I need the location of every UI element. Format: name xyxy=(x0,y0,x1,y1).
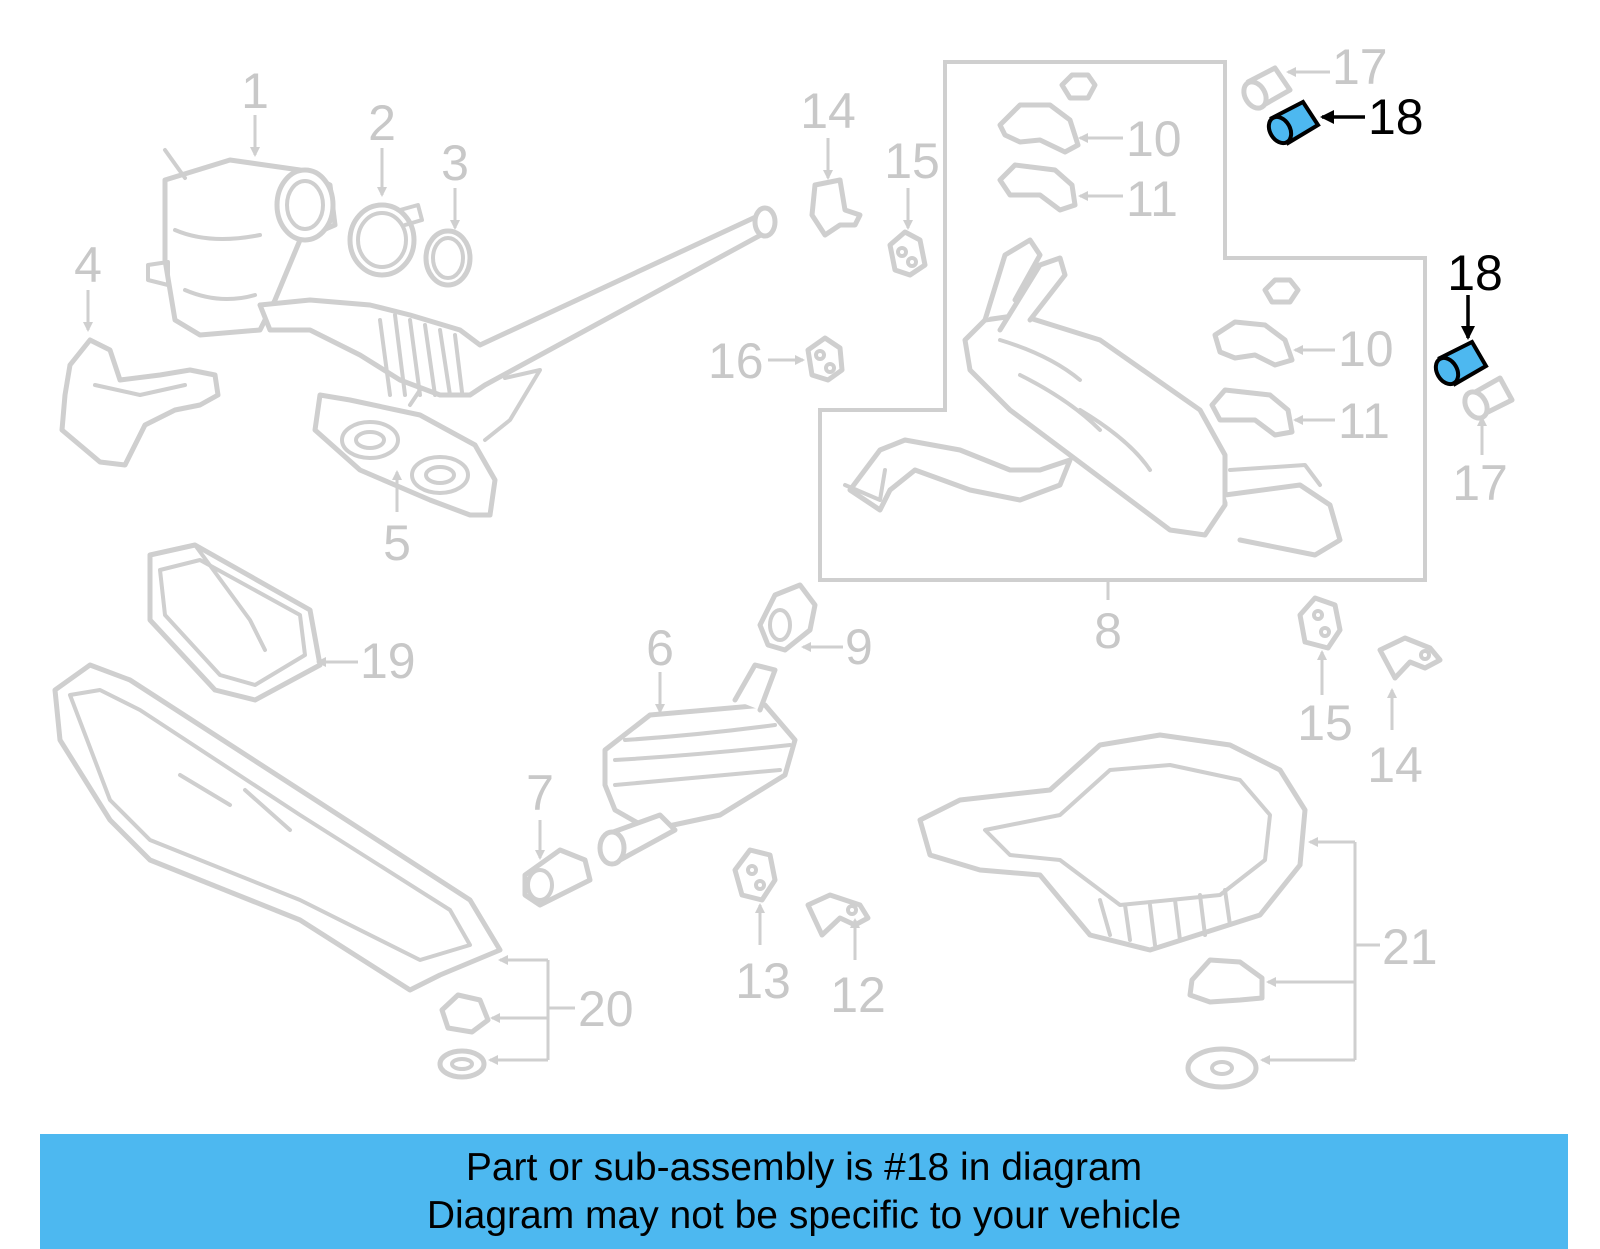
leader-lines xyxy=(83,67,1487,1065)
part-8-assembly-box xyxy=(818,60,1427,582)
callout-1: 1 xyxy=(241,63,269,119)
part-14-hanger-top xyxy=(809,177,863,238)
callout-14-right: 14 xyxy=(1367,737,1423,793)
callout-16: 16 xyxy=(708,333,764,389)
part-4-bracket xyxy=(59,337,221,468)
part-1-catalytic-converter xyxy=(146,148,338,338)
callout-8: 8 xyxy=(1094,603,1122,659)
info-banner: Part or sub-assembly is #18 in diagram D… xyxy=(40,1134,1568,1249)
callout-10-top: 10 xyxy=(1126,111,1182,167)
callout-11-right: 11 xyxy=(1338,393,1390,449)
callout-19: 19 xyxy=(360,633,416,689)
part-20-bracket xyxy=(439,992,491,1035)
part-11-bracket-right xyxy=(1209,387,1295,438)
callout-3: 3 xyxy=(441,135,469,191)
callout-10-right: 10 xyxy=(1338,321,1394,377)
part-19-heat-shield xyxy=(147,542,323,703)
part-front-pipe xyxy=(257,205,778,442)
part-5-gasket-plate xyxy=(312,392,498,518)
part-7-clamp xyxy=(522,847,593,908)
nut-right xyxy=(1262,277,1301,305)
part-17-sleeve-right xyxy=(1462,375,1515,421)
callout-17-right: 17 xyxy=(1452,455,1508,511)
part-10-bracket-top xyxy=(997,102,1081,155)
callout-5: 5 xyxy=(383,515,411,571)
callout-18-right: 18 xyxy=(1447,245,1503,301)
part-16-mount xyxy=(805,335,845,383)
callout-15-right: 15 xyxy=(1297,695,1353,751)
part-14-bracket-right xyxy=(1377,635,1443,681)
nut-top xyxy=(1059,72,1098,101)
part-17-sleeve-top xyxy=(1241,65,1293,111)
part-6-middle-muffler xyxy=(597,662,798,867)
callout-11-top: 11 xyxy=(1126,171,1178,227)
callout-14-top: 14 xyxy=(800,83,856,139)
callout-17-top: 17 xyxy=(1332,39,1388,95)
part-21-underbody-shield xyxy=(917,732,1308,953)
callout-4: 4 xyxy=(74,237,102,293)
callout-15-top: 15 xyxy=(884,133,940,189)
part-20-washer xyxy=(437,1048,487,1080)
callout-9: 9 xyxy=(845,619,873,675)
callout-20: 20 xyxy=(578,981,634,1037)
callout-18-top: 18 xyxy=(1368,89,1424,145)
part-21-bracket xyxy=(1187,957,1265,1005)
part-15-rubber-mount-right xyxy=(1297,595,1343,651)
callout-6: 6 xyxy=(646,620,674,676)
part-20-heat-shield xyxy=(52,662,503,993)
part-12-bracket xyxy=(805,892,871,938)
part-18-sleeve-right xyxy=(1433,339,1489,387)
part-11-bracket-top xyxy=(997,162,1078,213)
callout-21: 21 xyxy=(1382,919,1438,975)
part-10-bracket-right xyxy=(1212,319,1295,368)
part-21-washer xyxy=(1185,1046,1259,1090)
part-18-sleeve-top xyxy=(1266,99,1321,146)
banner-line-1: Part or sub-assembly is #18 in diagram xyxy=(465,1146,1143,1189)
callout-12: 12 xyxy=(830,967,886,1023)
callout-7: 7 xyxy=(526,765,554,821)
callout-13: 13 xyxy=(735,953,791,1009)
part-8-rear-muffler xyxy=(843,237,1343,558)
callout-2: 2 xyxy=(368,95,396,151)
banner-line-2: Diagram may not be specific to your vehi… xyxy=(426,1194,1182,1237)
